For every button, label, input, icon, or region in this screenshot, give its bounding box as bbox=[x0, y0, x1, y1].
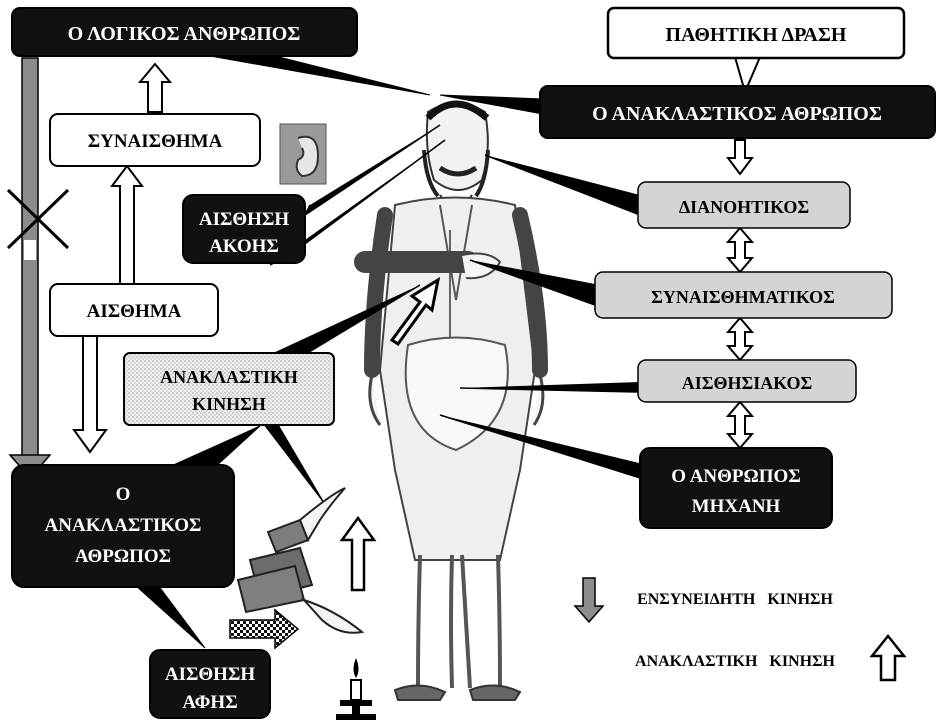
reflex-motion-label-line2: ΚΙΝΗΣΗ bbox=[192, 394, 266, 414]
legend-grey-down-arrow-icon bbox=[575, 578, 603, 622]
legend-conscious-label: ΕΝΣΥΝΕΙΔΗΤΗ ΚΙΝΗΣΗ bbox=[637, 591, 833, 608]
touch-box: ΑΙΣΘΗΣΗ ΑΦΗΣ bbox=[150, 650, 270, 718]
reflex-man-top-label: Ο ΑΝΑΚΛΑΣΤΙΚΟΣ ΑΘΡΩΠΟΣ bbox=[592, 103, 882, 125]
legend: ΕΝΣΥΝΕΙΔΗΤΗ ΚΙΝΗΣΗ ΑΝΑΚΛΑΣΤΙΚΗ ΚΙΝΗΣΗ bbox=[575, 578, 904, 680]
updown-arrow-intellectual-emotional bbox=[728, 228, 752, 272]
emotion-box: ΣΥΝΑΙΣΘΗΜΑ bbox=[50, 114, 260, 166]
updown-arrow-emotional-sensory bbox=[728, 318, 752, 360]
reflex-man-top-box: Ο ΑΝΑΚΛΑΣΤΙΚΟΣ ΑΘΡΩΠΟΣ bbox=[540, 86, 935, 138]
conscious-arrow-grey bbox=[10, 58, 50, 478]
down-arrow-feeling-reflex bbox=[74, 336, 106, 452]
hearing-label-line2: ΑΚΟΗΣ bbox=[209, 236, 279, 257]
up-arrow-feeling-emotion bbox=[112, 166, 142, 284]
passive-action-label: ΠΑΘΗΤΙΚΗ ΔΡΑΣΗ bbox=[666, 24, 847, 46]
logical-man-box: Ο ΛΟΓΙΚΟΣ ΑΝΘΡΩΠΟΣ bbox=[12, 8, 357, 56]
intellectual-box: ΔΙΑΝΟΗΤΙΚΟΣ bbox=[638, 182, 850, 228]
hearing-label-line1: ΑΙΣΘΗΣΗ bbox=[199, 209, 290, 230]
reflex-man-big-label-line3: ΑΘΡΩΠΟΣ bbox=[75, 546, 171, 567]
ear-image bbox=[280, 124, 326, 184]
reflex-motion-box: ΑΝΑΚΛΑΣΤΙΚΗ ΚΙΝΗΣΗ bbox=[124, 353, 334, 425]
reflex-man-big-label-line1: Ο bbox=[116, 484, 131, 505]
updown-arrow-sensory-machine bbox=[728, 402, 752, 448]
intellectual-label: ΔΙΑΝΟΗΤΙΚΟΣ bbox=[679, 197, 809, 217]
machine-man-label-line2: ΜΗΧΑΝΗ bbox=[692, 496, 781, 517]
checkered-arrow bbox=[230, 610, 298, 648]
down-arrow-reflex-intellectual bbox=[728, 140, 752, 174]
reflex-arm-illustration bbox=[238, 488, 362, 633]
machine-man-box: Ο ΑΝΘΡΩΠΟΣ ΜΗΧΑΝΗ bbox=[640, 448, 832, 528]
feeling-label: ΑΙΣΘΗΜΑ bbox=[87, 301, 182, 322]
touch-label-line2: ΑΦΗΣ bbox=[182, 692, 237, 713]
sensory-box: ΑΙΣΘΗΣΙΑΚΟΣ bbox=[638, 360, 856, 402]
logical-man-label: Ο ΛΟΓΙΚΟΣ ΑΝΘΡΩΠΟΣ bbox=[68, 23, 301, 45]
reflex-man-big-box: Ο ΑΝΑΚΛΑΣΤΙΚΟΣ ΑΘΡΩΠΟΣ bbox=[12, 465, 234, 587]
machine-man-label-line1: Ο ΑΝΘΡΩΠΟΣ bbox=[671, 466, 801, 487]
up-arrow-emotion-logical bbox=[140, 64, 170, 112]
up-arrow-finger bbox=[342, 518, 374, 590]
touch-label-line1: ΑΙΣΘΗΣΗ bbox=[165, 664, 256, 685]
man-figure bbox=[365, 104, 543, 701]
sensory-label: ΑΙΣΘΗΣΙΑΚΟΣ bbox=[682, 373, 813, 393]
emotional-box: ΣΥΝΑΙΣΘΗΜΑΤΙΚΟΣ bbox=[595, 272, 892, 318]
legend-white-up-arrow-icon bbox=[872, 636, 904, 680]
candle-icon bbox=[336, 658, 376, 720]
emotional-label: ΣΥΝΑΙΣΘΗΜΑΤΙΚΟΣ bbox=[651, 287, 835, 307]
feeling-box: ΑΙΣΘΗΜΑ bbox=[50, 284, 218, 336]
emotion-label: ΣΥΝΑΙΣΘΗΜΑ bbox=[88, 131, 223, 152]
reflex-man-big-label-line2: ΑΝΑΚΛΑΣΤΙΚΟΣ bbox=[45, 515, 202, 536]
legend-reflex-label: ΑΝΑΚΛΑΣΤΙΚΗ ΚΙΝΗΣΗ bbox=[635, 653, 836, 670]
reflex-motion-label-line1: ΑΝΑΚΛΑΣΤΙΚΗ bbox=[160, 367, 298, 387]
hearing-box: ΑΙΣΘΗΣΗ ΑΚΟΗΣ bbox=[183, 195, 305, 263]
passive-action-box: ΠΑΘΗΤΙΚΗ ΔΡΑΣΗ bbox=[608, 8, 904, 58]
